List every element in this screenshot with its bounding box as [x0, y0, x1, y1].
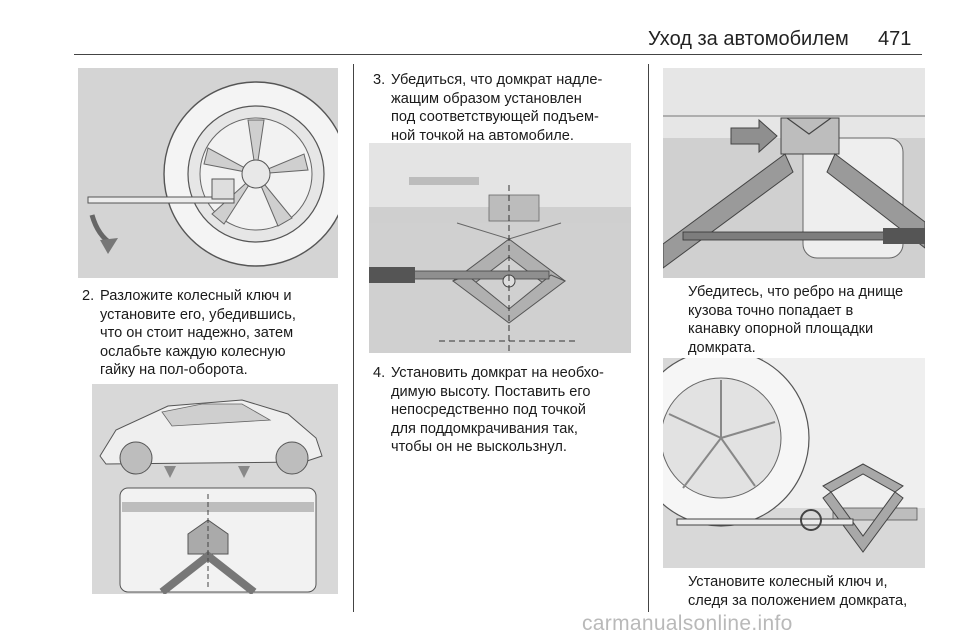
figure-jack-under-car [369, 143, 631, 353]
jack-under-lift-point-illustration [369, 143, 631, 353]
text-line: Убедитесь, что ребро на днище [688, 284, 904, 300]
page-number: 471 [878, 28, 912, 50]
text-line: следя за положением домкрата, [688, 592, 908, 609]
figure-wheel-wrench [78, 68, 338, 278]
text-line: для поддомкрачивания так, [391, 420, 578, 437]
car-lift-points-illustration [92, 384, 338, 594]
text-line: под соответствующей подъем- [391, 109, 599, 126]
header-divider [74, 54, 922, 55]
step-text: Установить домкрат на необхо- димую высо… [391, 364, 604, 457]
wheel-wrench-illustration [78, 68, 338, 278]
text-line: домкрата. [688, 339, 756, 356]
wrench-on-jack-illustration [663, 358, 925, 568]
page-title: Уход за автомобилем [648, 28, 849, 50]
text-line: ослабьте каждую колесную [100, 343, 286, 360]
text-line: Убедиться, что домкрат надле- [391, 72, 603, 88]
text-line: гайку на пол-оборота. [100, 362, 248, 379]
text-line: канавку опорной площадки [688, 321, 874, 338]
figure-wrench-on-jack [663, 358, 925, 568]
jack-groove-closeup-illustration [663, 68, 925, 278]
text-line: кузова точно попадает в [688, 302, 854, 319]
text-line: жащим образом установлен [391, 90, 582, 107]
step-number: 4. [373, 365, 386, 381]
text-line: Разложите колесный ключ и [100, 288, 292, 304]
step-text: Убедиться, что домкрат надле- жащим обра… [391, 71, 602, 145]
text-line: непосредственно под точкой [391, 402, 586, 419]
paragraph-install-wrench: Установите колесный ключ и, следя за пол… [688, 573, 928, 610]
text-line: чтобы он не выскользнул. [391, 439, 567, 456]
step-text: Разложите колесный ключ и установите его… [100, 287, 296, 380]
text-line: что он стоит надежно, затем [100, 325, 294, 342]
step-number: 2. [82, 288, 95, 304]
text-line: Установите колесный ключ и, [688, 574, 888, 590]
text-line: установите его, убедившись, [100, 306, 296, 323]
step-number: 3. [373, 72, 386, 88]
text-line: димую высоту. Поставить его [391, 383, 591, 400]
column-divider-right [648, 64, 649, 612]
figure-jack-groove-closeup [663, 68, 925, 278]
text-line: ной точкой на автомобиле. [391, 127, 574, 144]
watermark: carmanualsonline.info [582, 612, 793, 635]
column-divider-left [353, 64, 354, 612]
text-line: Установить домкрат на необхо- [391, 365, 604, 381]
figure-car-jack-points [92, 384, 338, 594]
paragraph-groove-check: Убедитесь, что ребро на днище кузова точ… [688, 283, 928, 357]
